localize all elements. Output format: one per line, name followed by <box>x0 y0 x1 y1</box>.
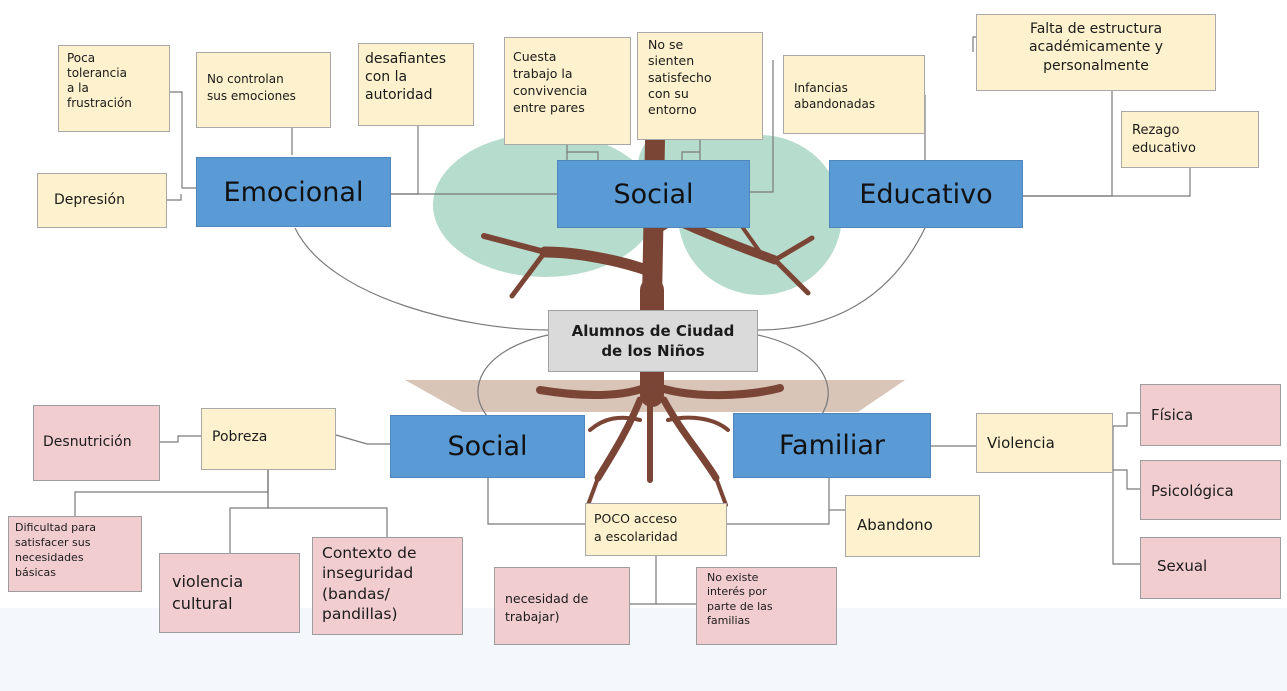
note-violencia: Violencia <box>976 413 1113 473</box>
tree-roots <box>536 381 784 507</box>
note-abandono: Abandono <box>845 495 980 557</box>
note-rezago: Rezago educativo <box>1121 111 1259 168</box>
note-violencia-cultural: violencia cultural <box>159 553 300 633</box>
category-social-bottom: Social <box>390 415 585 478</box>
note-no-existe-interes: No existe interés por parte de las famil… <box>696 567 837 645</box>
note-no-controlan: No controlan sus emociones <box>196 52 331 128</box>
note-poca-tolerancia: Poca tolerancia a la frustración <box>58 45 170 132</box>
note-poco-acceso: POCO acceso a escolaridad <box>585 503 727 556</box>
note-desafiantes: desafiantes con la autoridad <box>358 43 474 126</box>
note-dificultad: Dificultad para satisfacer sus necesidad… <box>8 516 142 592</box>
note-cuesta-trabajo: Cuesta trabajo la convivencia entre pare… <box>504 37 631 145</box>
note-no-satisfecho: No se sienten satisfecho con su entorno <box>637 32 763 140</box>
category-social-top: Social <box>557 160 750 228</box>
note-sexual: Sexual <box>1140 537 1281 599</box>
category-educativo: Educativo <box>829 160 1023 228</box>
note-pobreza: Pobreza <box>201 408 336 470</box>
note-infancias: Infancias abandonadas <box>783 55 925 134</box>
connector-lines <box>74 34 1191 605</box>
note-necesidad-trabajar: necesidad de trabajar) <box>494 567 630 645</box>
note-psicologica: Psicológica <box>1140 460 1281 520</box>
note-depresion: Depresión <box>37 173 167 228</box>
note-desnutricion: Desnutrición <box>33 405 160 481</box>
note-contexto-inseguridad: Contexto de inseguridad (bandas/ pandill… <box>312 537 463 635</box>
note-fisica: Física <box>1140 384 1281 446</box>
category-emocional: Emocional <box>196 157 391 227</box>
note-falta-estructura: Falta de estructura académicamente y per… <box>976 14 1216 91</box>
category-familiar: Familiar <box>733 413 931 478</box>
center-node: Alumnos de Ciudad de los Niños <box>548 310 758 372</box>
